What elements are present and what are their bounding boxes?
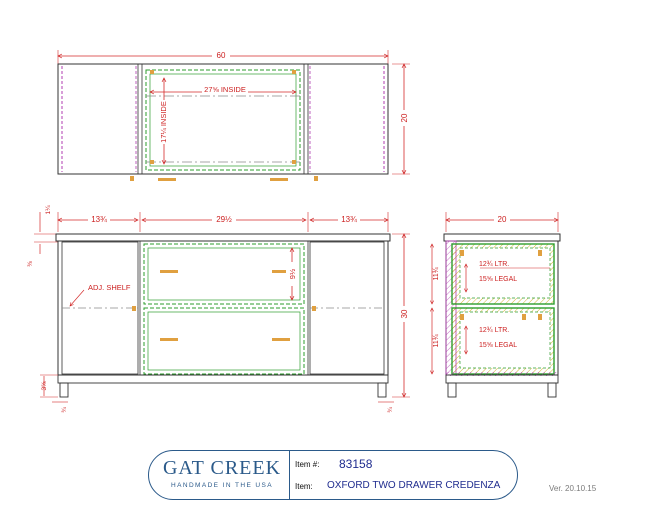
title-block: GAT CREEK HANDMADE IN THE USA Item #: 83… — [148, 450, 518, 500]
front-top — [55, 233, 391, 242]
top-view: 60 27⅝ INSIDE 17¼ INSIDE — [58, 50, 410, 181]
reveal: ⅜ — [27, 261, 34, 267]
side-view: 20 12¾ LTR. 15⅝ LEGAL 12¾ LTR. 15⅝ LEGAL… — [432, 212, 561, 398]
top-drawer-box — [145, 69, 301, 171]
item-label: Item: — [295, 482, 313, 491]
item-name: OXFORD TWO DRAWER CREDENZA — [327, 480, 501, 491]
title-divider — [289, 451, 291, 499]
upper-legal: 15⅝ LEGAL — [479, 276, 517, 283]
front-view: 13¾ 29½ 13¾ 1¼ ⅜ 9½ — [27, 205, 410, 413]
side-top — [443, 233, 561, 242]
leg-height: 3⅝ — [41, 381, 48, 391]
left-leg — [59, 382, 69, 398]
right-leg — [377, 382, 387, 398]
version-label: Ver. 20.10.15 — [549, 484, 597, 493]
lower-drawer-pull-right — [272, 338, 290, 341]
lower-drawer-pull-left — [160, 338, 178, 341]
upper-drawer-height: 11¾ — [433, 267, 440, 280]
item-number-label: Item #: — [295, 460, 320, 469]
top-depth: 20 — [400, 113, 409, 122]
item-number: 83158 — [339, 457, 373, 471]
drawer-height: 9½ — [288, 268, 297, 279]
side-right-leg — [547, 382, 557, 398]
gat-creek-logo: GAT CREEK HANDMADE IN THE USA — [159, 457, 285, 493]
leg-inset: ¾ — [61, 407, 68, 413]
center-bay-width: 29½ — [216, 215, 232, 224]
leg-inset-right: ¾ — [387, 407, 394, 413]
lower-legal: 15⅝ LEGAL — [479, 342, 517, 349]
side-depth: 20 — [498, 215, 507, 224]
upper-ltr: 12¾ LTR. — [479, 261, 509, 268]
upper-drawer-pull-left — [160, 270, 178, 273]
upper-drawer-front — [143, 243, 305, 305]
top-outline — [57, 63, 389, 175]
logo-name: GAT CREEK — [162, 457, 282, 479]
lower-ltr: 12¾ LTR. — [479, 327, 509, 334]
credenza-drawing: 60 27⅝ INSIDE 17¼ INSIDE — [27, 50, 561, 413]
base-rail — [57, 374, 389, 384]
left-bay-width: 13¾ — [91, 215, 107, 224]
upper-drawer-pull-right — [272, 270, 290, 273]
lower-drawer-height: 11¾ — [433, 334, 440, 347]
top-thickness: 1¼ — [45, 205, 52, 215]
adj-shelf-label: ADJ. SHELF — [88, 283, 131, 292]
inside-depth: 17¼ INSIDE — [159, 101, 168, 143]
lower-drawer-front — [143, 307, 305, 375]
side-left-leg — [447, 382, 457, 398]
front-height: 30 — [400, 309, 409, 318]
inside-width: 27⅝ INSIDE — [204, 85, 246, 94]
right-bay-width: 13¾ — [341, 215, 357, 224]
logo-tagline: HANDMADE IN THE USA — [171, 482, 273, 489]
top-overall-width: 60 — [217, 51, 226, 60]
